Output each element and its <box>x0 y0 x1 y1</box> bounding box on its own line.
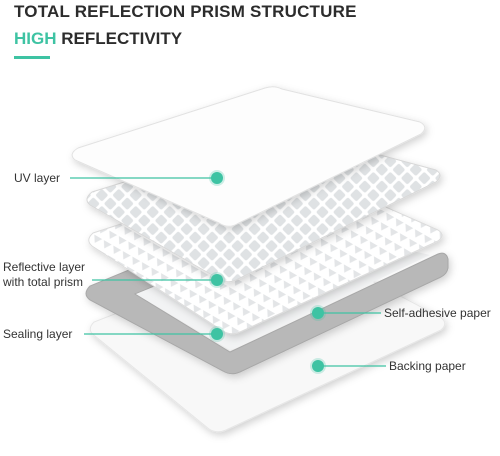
label-uv-layer: UV layer <box>14 171 61 185</box>
label-backing-paper: Backing paper <box>389 359 466 373</box>
label-reflective-line-2: with total prism <box>3 275 84 289</box>
subtitle-rest: REFLECTIVITY <box>56 29 183 48</box>
uv-layer-sheet <box>71 86 426 227</box>
subtitle-accent: HIGH <box>14 29 57 48</box>
subtitle-underline <box>14 56 50 59</box>
adhesive-marker-dot <box>310 305 326 321</box>
backing-marker-dot <box>310 358 326 374</box>
sealing-marker-dot <box>209 326 225 342</box>
label-sealing-layer: Sealing layer <box>3 327 73 341</box>
page-title: TOTAL REFLECTION PRISM STRUCTURE <box>14 2 357 21</box>
reflective-marker-dot <box>209 272 225 288</box>
page-subtitle: HIGH REFLECTIVITY <box>14 29 182 49</box>
uv-marker-dot <box>209 170 225 186</box>
label-self-adhesive-paper: Self-adhesive paper <box>384 306 491 320</box>
label-reflective-line-1: Reflective layer <box>3 260 86 274</box>
